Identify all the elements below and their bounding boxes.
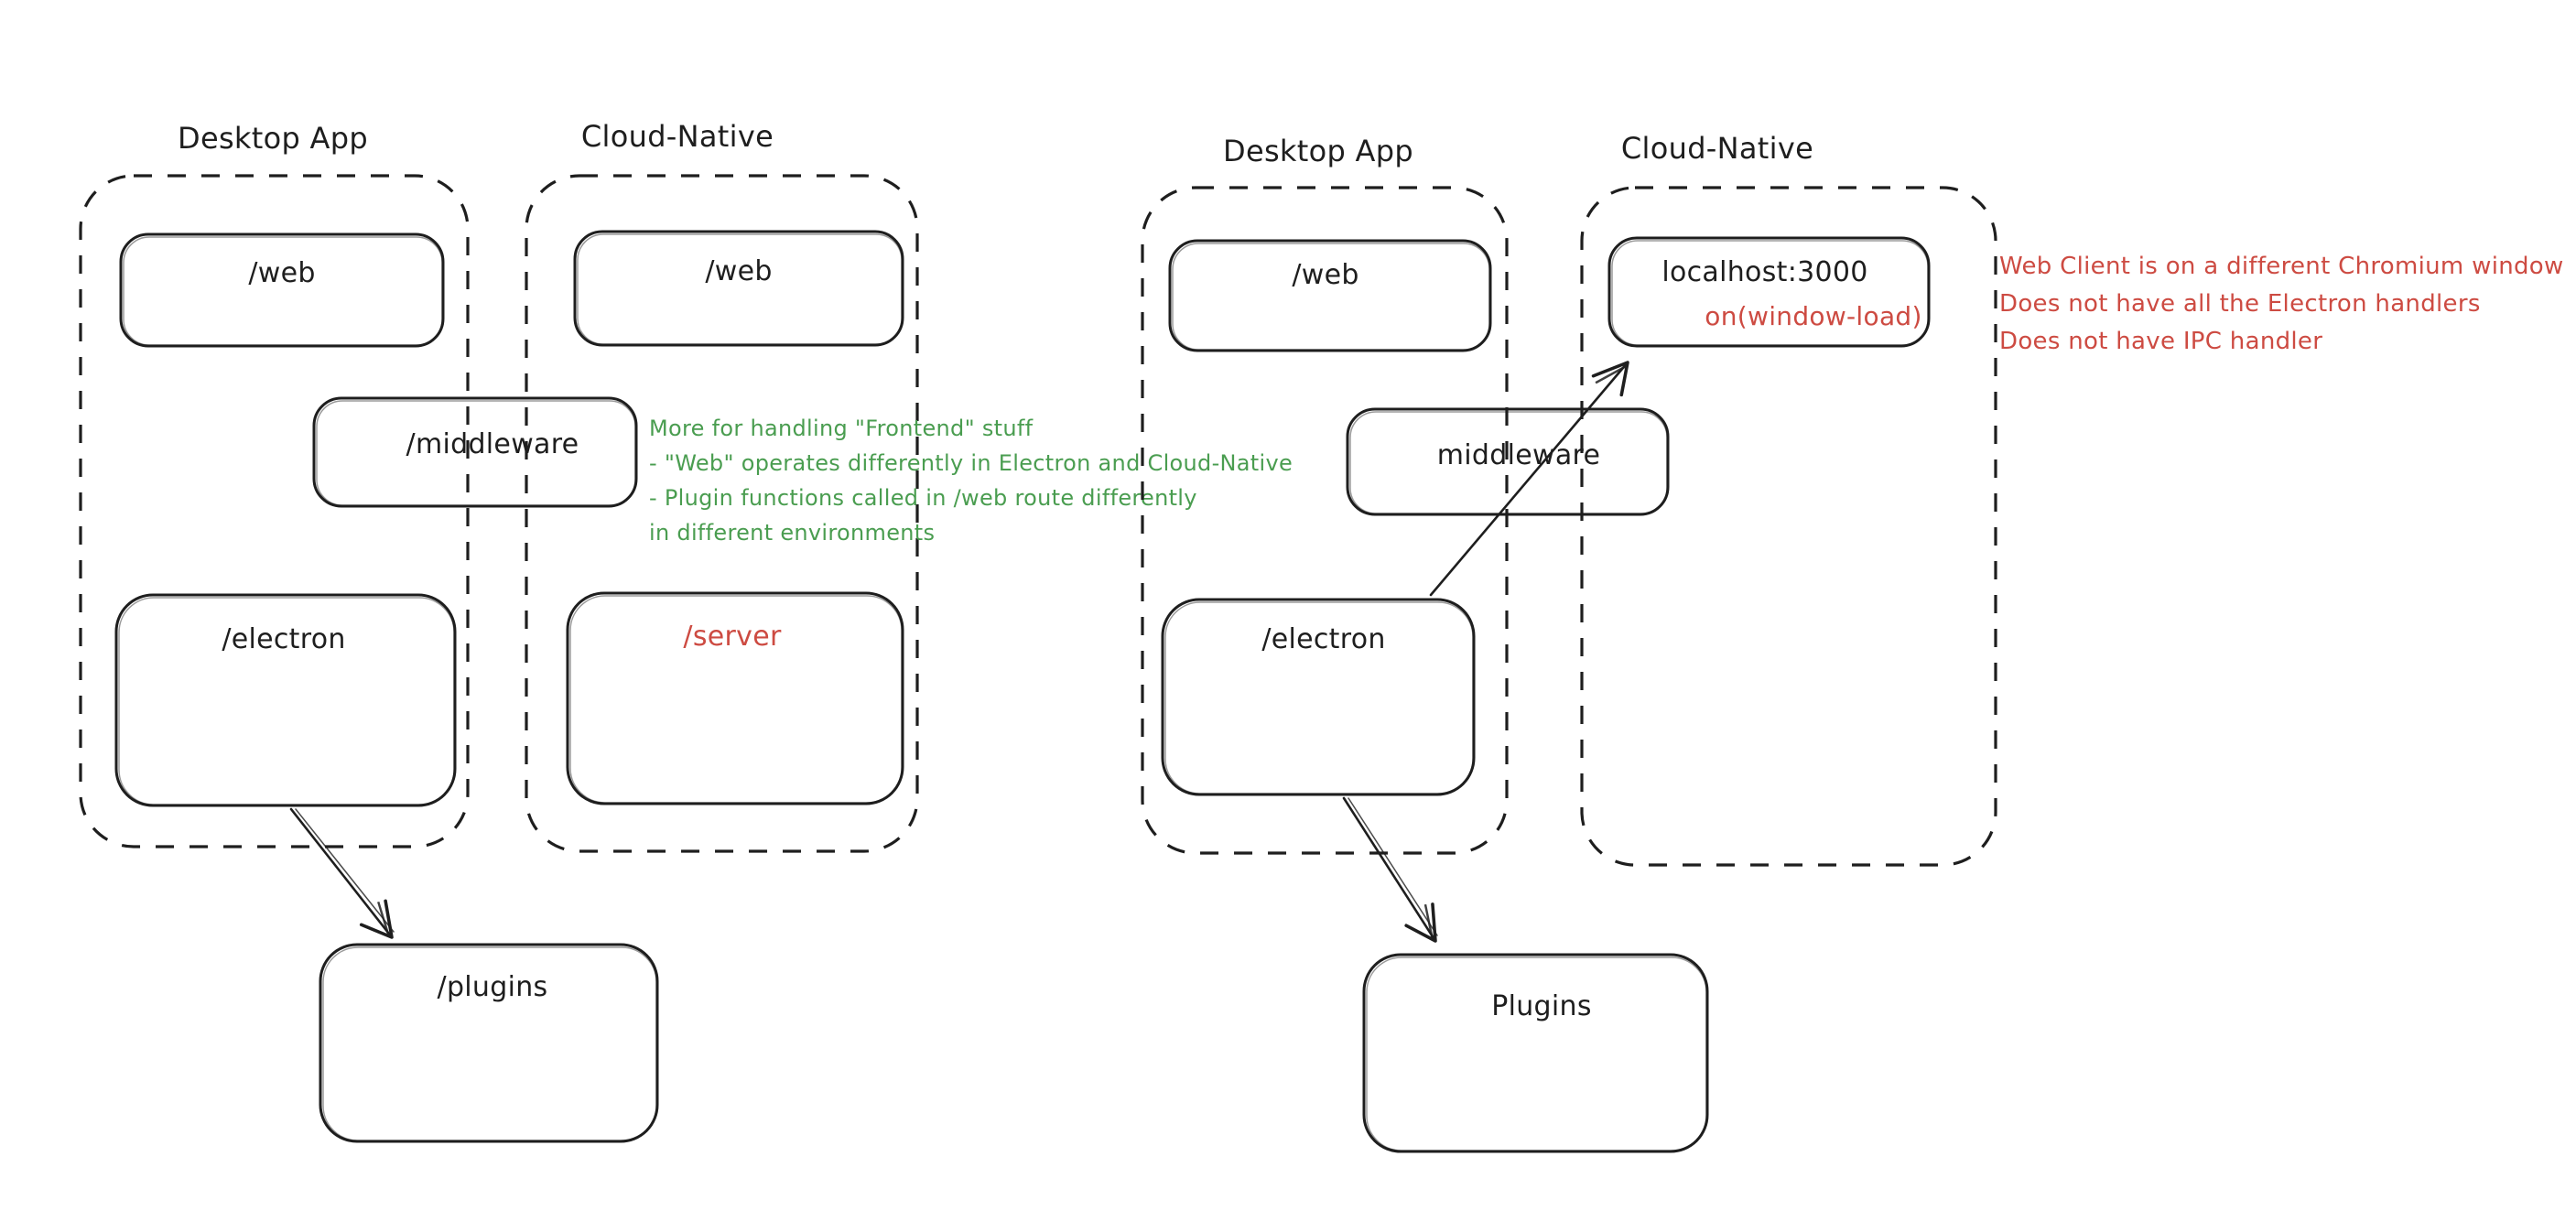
left-plugins-label: /plugins: [438, 971, 548, 1003]
red-note-line-2: Does not have all the Electron handlers: [1999, 290, 2481, 318]
right-localhost-box: [1607, 236, 1931, 348]
left-server-box: [566, 591, 904, 805]
right-cloud-native-container: [1580, 186, 1997, 867]
right-plugins-label: Plugins: [1491, 990, 1592, 1022]
right-localhost-label: localhost:3000: [1661, 256, 1867, 288]
red-note-line-3: Does not have IPC handler: [1999, 328, 2322, 355]
green-note-line-4: in different environments: [649, 520, 935, 546]
left-cloud-native-title: Cloud-Native: [581, 119, 774, 154]
right-plugins-box-sketch: [1366, 956, 1707, 1151]
green-note-line-2: - "Web" operates differently in Electron…: [649, 450, 1293, 476]
left-green-note: More for handling "Frontend" stuff - "We…: [649, 416, 1293, 546]
right-web-box: [1168, 239, 1492, 352]
right-electron-label: /electron: [1261, 623, 1385, 655]
right-electron-box: [1161, 598, 1476, 796]
right-cloud-native-title: Cloud-Native: [1621, 131, 1813, 166]
right-electron-box-sketch: [1164, 601, 1474, 794]
right-window-load-label: on(window-load): [1705, 301, 1921, 331]
left-web-cloud-box: [573, 230, 904, 347]
left-cloud-native-container: [525, 174, 919, 853]
right-red-note: Web Client is on a different Chromium wi…: [1999, 253, 2564, 355]
left-web-desktop-label: /web: [248, 257, 315, 289]
left-middleware-label: /middleware: [406, 428, 579, 460]
left-electron-label: /electron: [222, 623, 345, 655]
right-electron-to-plugins-arrow: [1342, 796, 1437, 943]
left-electron-box: [114, 593, 457, 807]
left-middleware-box: [312, 396, 638, 508]
left-plugins-box-sketch: [322, 946, 657, 1141]
right-middleware-label: middleware: [1437, 439, 1601, 471]
right-web-label: /web: [1292, 259, 1358, 291]
left-electron-box-sketch: [118, 597, 455, 805]
left-web-desktop-box-sketch: [123, 236, 443, 346]
left-web-cloud-label: /web: [705, 255, 772, 287]
left-web-cloud-box-sketch: [577, 233, 903, 345]
right-localhost-box-sketch: [1611, 240, 1929, 346]
right-desktop-app-title: Desktop App: [1223, 134, 1413, 168]
left-server-label: /server: [683, 621, 782, 653]
right-electron-to-localhost-arrow: [1429, 361, 1629, 597]
right-desktop-app-container: [1141, 186, 1509, 855]
left-desktop-app-title: Desktop App: [178, 121, 368, 156]
right-middleware-box: [1346, 407, 1670, 516]
left-diagram: Desktop App Cloud-Native /web /web /midd…: [79, 119, 1293, 1143]
green-note-line-1: More for handling "Frontend" stuff: [649, 416, 1034, 441]
left-plugins-box: [319, 943, 659, 1143]
right-web-box-sketch: [1172, 243, 1490, 351]
red-note-line-1: Web Client is on a different Chromium wi…: [1999, 253, 2564, 280]
right-diagram: Desktop App Cloud-Native /web localhost:…: [1141, 131, 2564, 1153]
green-note-line-3: - Plugin functions called in /web route …: [649, 485, 1197, 511]
left-server-box-sketch: [569, 595, 903, 804]
left-electron-to-plugins-arrow-sketch: [295, 808, 395, 933]
right-plugins-box: [1362, 953, 1709, 1153]
left-middleware-box-sketch: [316, 400, 636, 506]
right-electron-to-plugins-arrow-sketch: [1348, 797, 1438, 936]
left-web-desktop-box: [119, 232, 445, 348]
left-electron-to-plugins-arrow: [289, 807, 394, 939]
left-desktop-app-container: [79, 174, 470, 848]
right-middleware-box-sketch: [1349, 411, 1668, 514]
